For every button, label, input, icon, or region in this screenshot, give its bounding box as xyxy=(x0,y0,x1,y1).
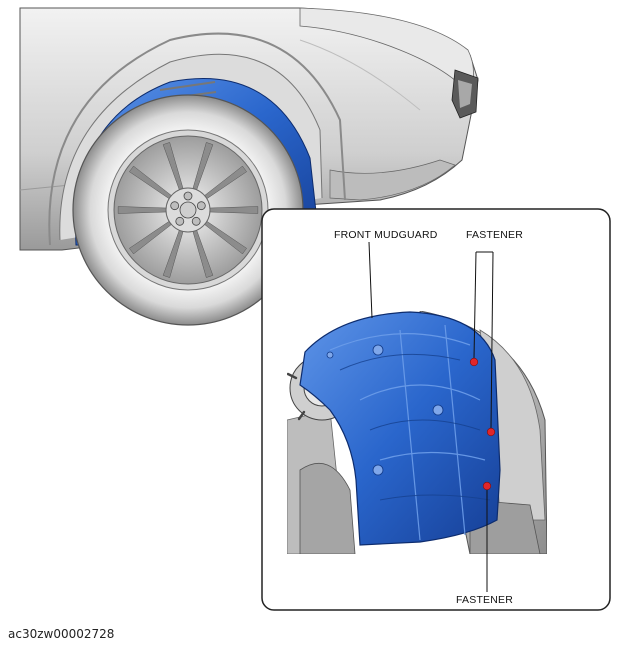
fastener-2 xyxy=(486,427,496,437)
lug-nut xyxy=(191,216,201,226)
label-fastener-bottom: FASTENER xyxy=(456,594,514,606)
label-fastener-top: FASTENER xyxy=(466,229,524,241)
vehicle-overview xyxy=(19,7,479,326)
front-mudguard xyxy=(299,311,501,546)
fasteners xyxy=(469,357,496,491)
figure-code: ac30zw00002728 xyxy=(8,627,115,641)
leader-lines xyxy=(368,241,494,592)
lug-nut xyxy=(183,191,193,201)
rim-spoke xyxy=(209,206,259,214)
rim-spoke xyxy=(117,206,167,214)
wheel-rim xyxy=(113,135,263,285)
fastener-1 xyxy=(469,357,479,367)
lug-nut xyxy=(175,216,185,226)
fender-arch xyxy=(48,32,346,246)
center-cap xyxy=(179,201,197,219)
fastener-3 xyxy=(482,481,492,491)
lug-nut xyxy=(170,201,180,211)
lug-nut xyxy=(196,201,206,211)
label-front-mudguard: FRONT MUDGUARD xyxy=(334,229,438,241)
detail-inset xyxy=(261,208,611,611)
